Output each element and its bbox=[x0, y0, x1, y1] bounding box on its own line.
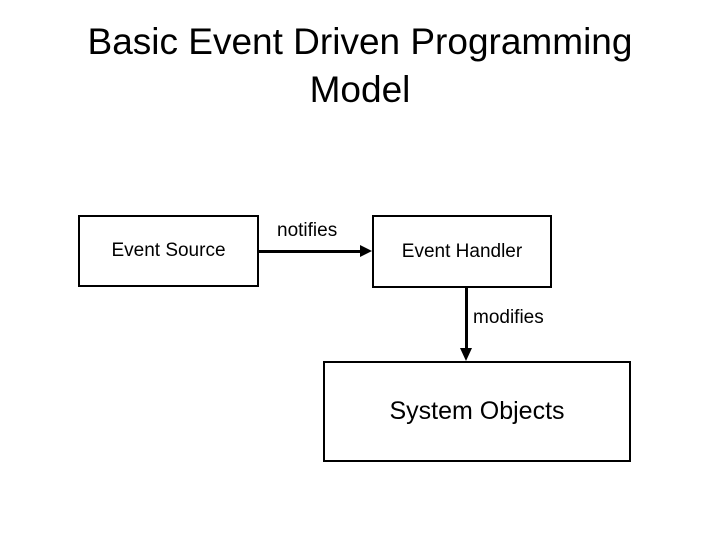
modifies-edge-label: modifies bbox=[473, 307, 544, 328]
modifies-arrow-shaft bbox=[465, 288, 468, 349]
slide-title: Basic Event Driven Programming Model bbox=[0, 18, 720, 114]
system-objects-label: System Objects bbox=[389, 397, 565, 425]
event-source-box: Event Source bbox=[78, 215, 259, 287]
notifies-edge-label: notifies bbox=[277, 220, 338, 241]
event-source-label: Event Source bbox=[111, 240, 226, 261]
slide-title-line2: Model bbox=[309, 69, 411, 110]
system-objects-box: System Objects bbox=[323, 361, 631, 462]
modifies-arrowhead-icon bbox=[460, 348, 472, 361]
notifies-arrow-shaft bbox=[259, 250, 360, 253]
event-handler-label: Event Handler bbox=[401, 240, 523, 262]
notifies-arrowhead-icon bbox=[360, 245, 372, 257]
event-handler-box: Event Handler bbox=[372, 215, 552, 288]
slide-title-line1: Basic Event Driven Programming bbox=[87, 21, 633, 62]
